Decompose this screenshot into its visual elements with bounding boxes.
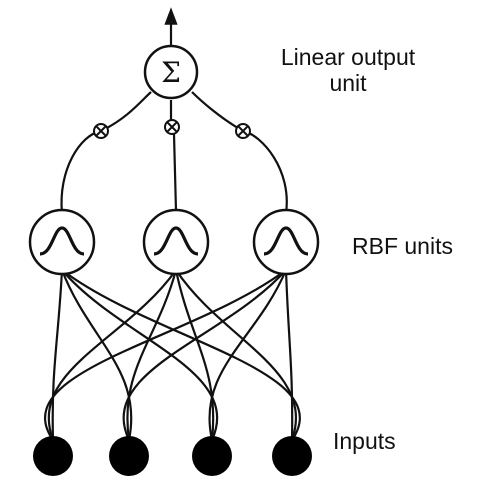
connection-rbf3-output (242, 129, 288, 214)
connection-rbf2-output (172, 133, 178, 212)
connection-rbf1-output (60, 129, 102, 214)
connection-weight1-output (100, 91, 152, 132)
input-node (272, 436, 312, 476)
connection-input1-rbf2 (47, 269, 177, 441)
input-node (192, 436, 232, 476)
connection-input3-rbf2 (174, 269, 215, 441)
input-to-rbf-connections (44, 269, 301, 441)
weight-multipliers (93, 119, 251, 139)
connection-input4-rbf1 (61, 269, 301, 441)
gaussian-icon (39, 226, 85, 256)
weight-multiplier-icon (235, 123, 251, 139)
connection-weight3-output (191, 91, 244, 132)
rbf-to-output-connections (60, 91, 288, 214)
connection-input3-rbf1 (61, 269, 219, 441)
connection-input3-rbf3 (208, 269, 288, 441)
rbf-unit (28, 208, 96, 276)
weight-multiplier-icon (93, 123, 109, 139)
input-node (33, 436, 73, 476)
input-nodes (33, 436, 312, 476)
connection-input1-rbf3 (44, 269, 287, 441)
connection-input2-rbf2 (126, 269, 178, 441)
gaussian-icon (263, 226, 309, 256)
output-unit: Σ (143, 44, 199, 100)
rbf-unit (252, 208, 320, 276)
output-unit-label: Linear output unit (256, 44, 440, 96)
output-unit-label-line2: unit (329, 70, 367, 96)
connection-input4-rbf3 (284, 269, 294, 441)
inputs-label: Inputs (333, 428, 396, 454)
rbf-units-label: RBF units (352, 233, 453, 259)
input-node (109, 436, 149, 476)
output-unit-label-line1: Linear output (280, 44, 416, 70)
connection-input2-rbf1 (60, 269, 133, 441)
gaussian-icon (153, 226, 199, 256)
rbf-units (28, 208, 320, 276)
rbf-unit (142, 208, 210, 276)
sigma-icon: Σ (161, 56, 181, 89)
weight-multiplier-icon (164, 119, 180, 135)
connection-input4-rbf2 (175, 269, 298, 441)
connection-input1-rbf1 (51, 269, 64, 441)
